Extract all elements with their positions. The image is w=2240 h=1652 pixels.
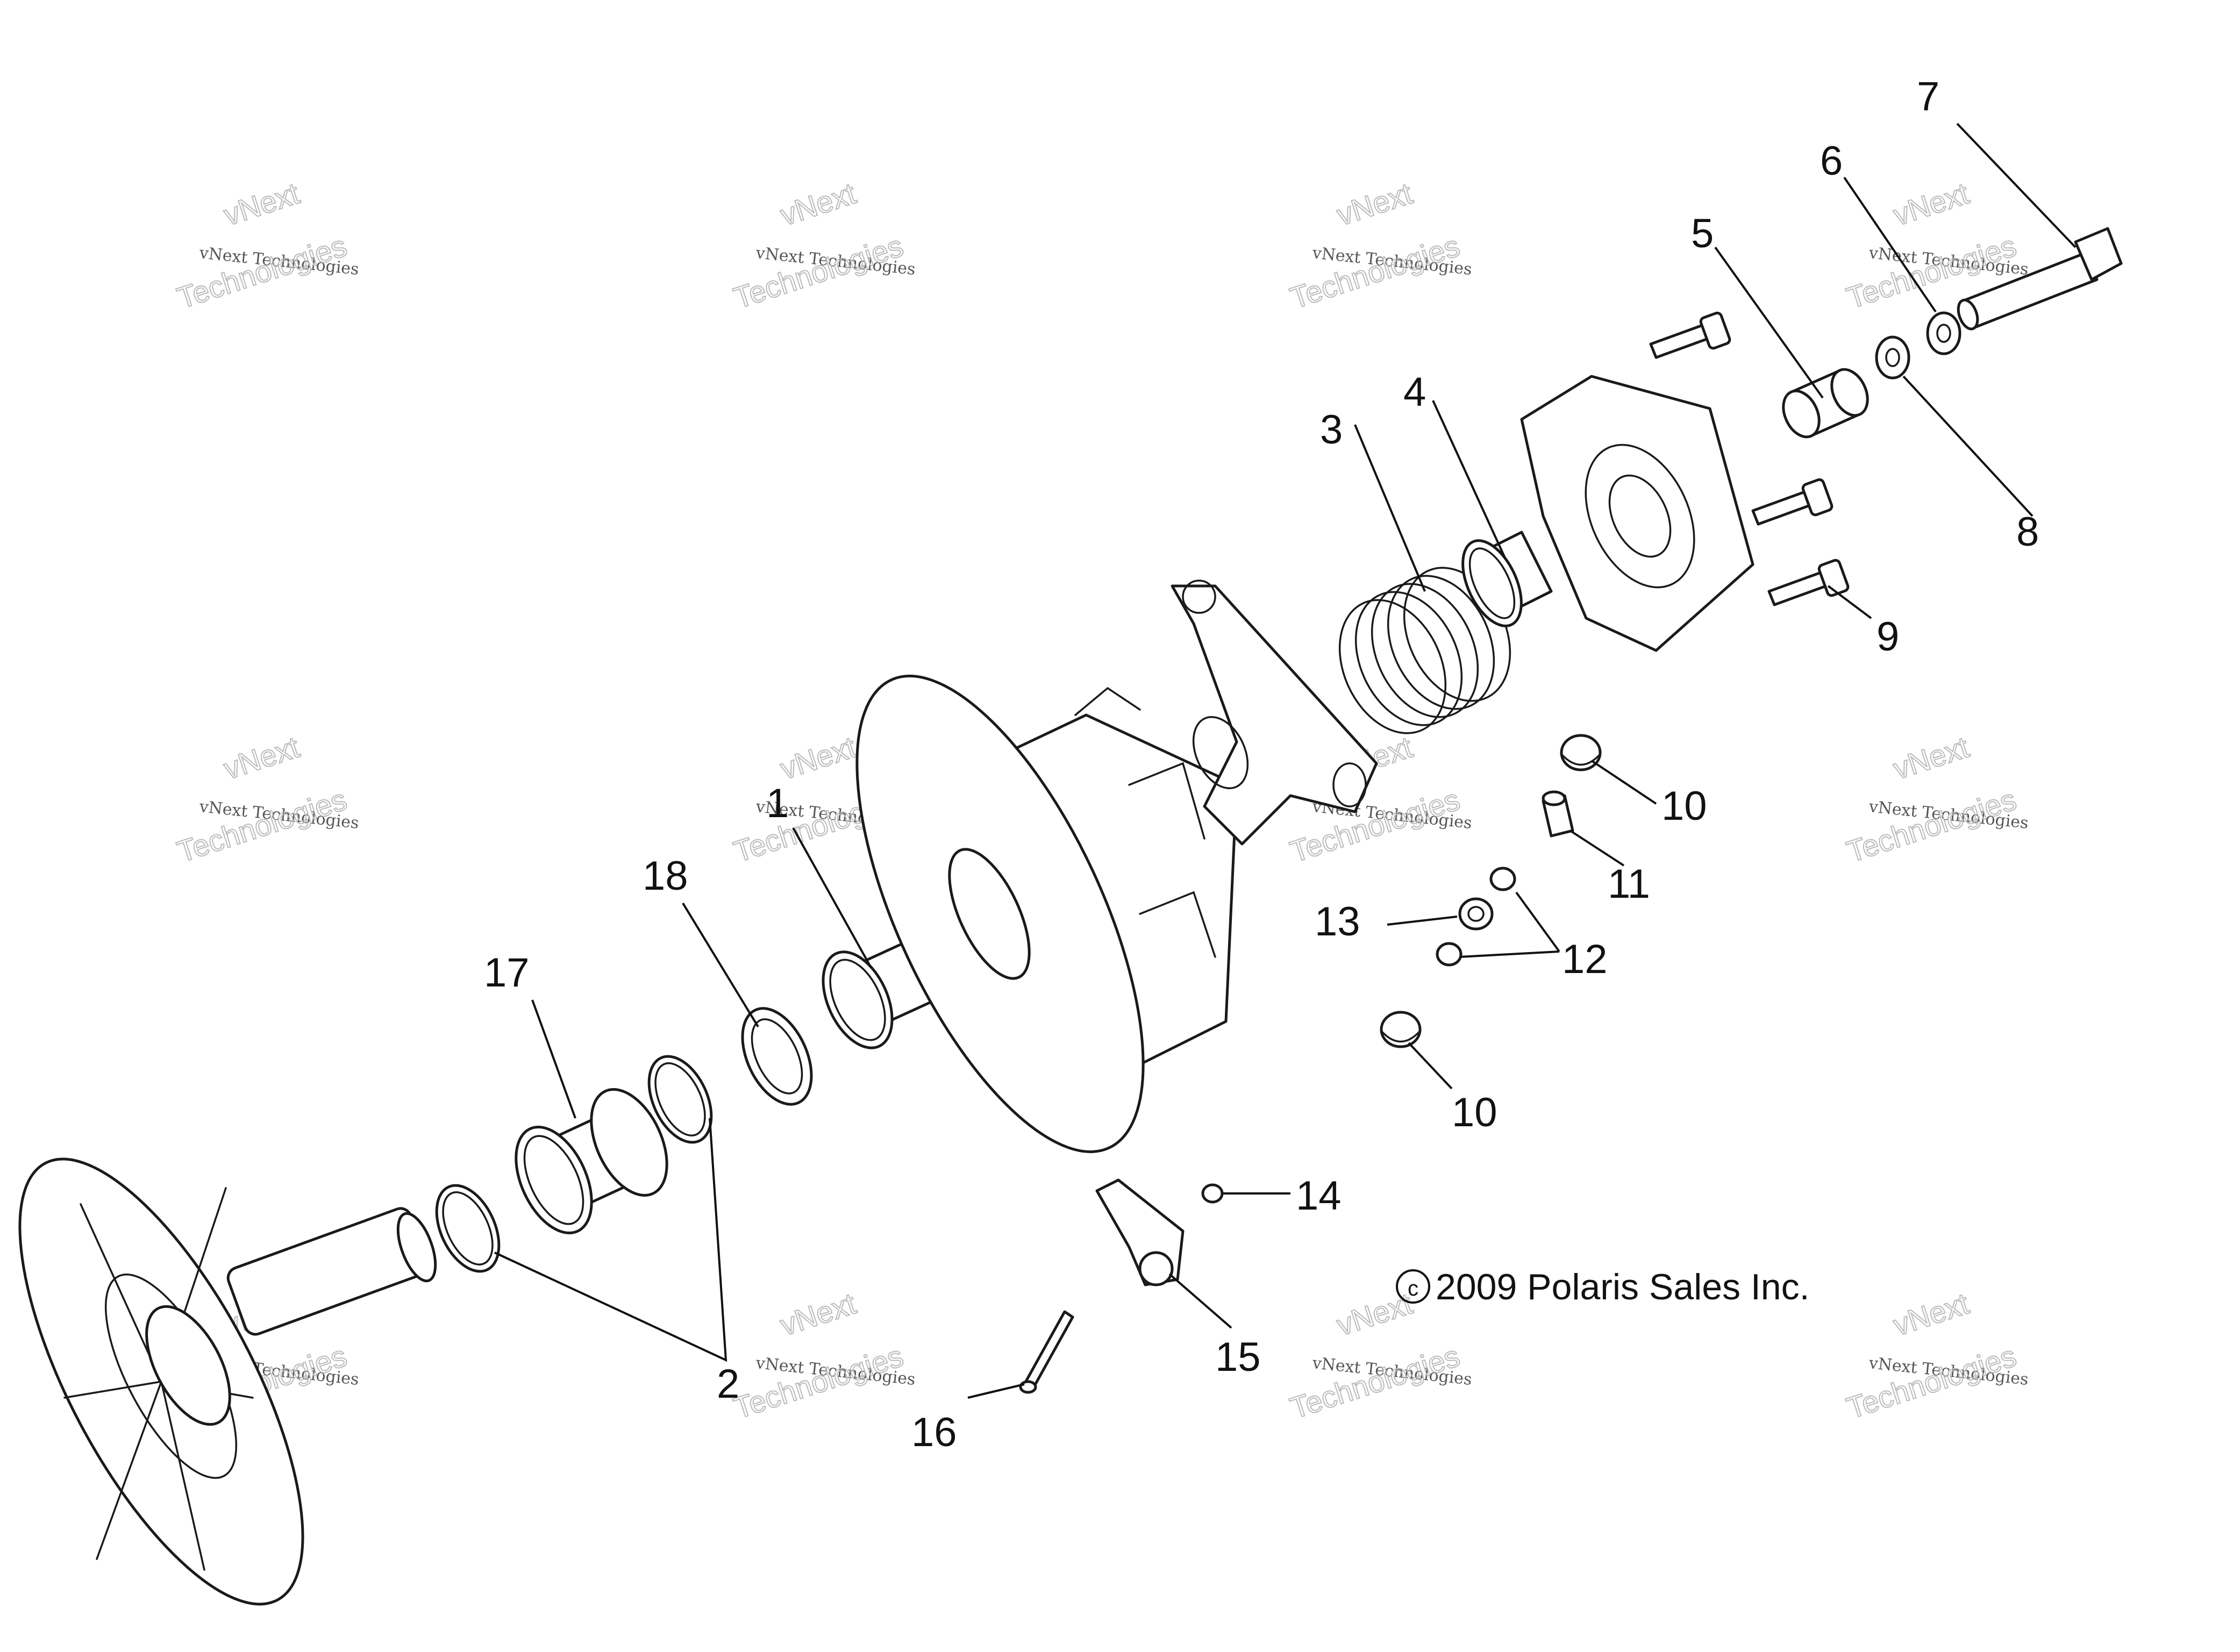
cover-bolt — [1751, 478, 1834, 526]
svg-text:vNext: vNext — [219, 176, 303, 232]
moveable-sheave — [855, 675, 1238, 1153]
callout-6: 6 — [1820, 138, 1843, 184]
callout-13: 13 — [1315, 899, 1360, 945]
roller-13 — [1458, 897, 1494, 931]
svg-text:vNext: vNext — [1889, 730, 1973, 785]
callout-4: 4 — [1403, 369, 1426, 415]
pin-16 — [1019, 1310, 1074, 1394]
cover-plate — [1520, 375, 1754, 652]
cover-bolt — [1649, 311, 1731, 359]
copyright-icon — [1396, 1269, 1430, 1304]
svg-text:vNext: vNext — [776, 730, 860, 785]
washer-12b — [1436, 942, 1463, 967]
svg-text:vNext: vNext — [1332, 1286, 1416, 1342]
washer-6 — [1926, 311, 1961, 355]
seal-ring-2a — [435, 1184, 501, 1273]
leader-lines — [494, 123, 2077, 1399]
callout-16: 16 — [911, 1410, 957, 1455]
cover-bolt-9 — [1767, 559, 1850, 606]
svg-text:vNext: vNext — [1332, 176, 1416, 232]
copyright-text: 2009 Polaris Sales Inc. — [1436, 1267, 1810, 1307]
svg-text:vNext: vNext — [219, 730, 303, 785]
callout-2: 2 — [717, 1361, 739, 1407]
callout-5: 5 — [1691, 211, 1714, 256]
flyweight-15 — [1095, 1178, 1185, 1286]
callout-1: 1 — [766, 781, 789, 826]
washer-8 — [1875, 335, 1910, 380]
bolt-7 — [1957, 227, 2123, 331]
seal-18 — [741, 1007, 813, 1106]
watermark: vNext Technologies vNext Technologies — [173, 175, 360, 316]
svg-text:vNext: vNext — [1889, 176, 1973, 232]
callout-11: 11 — [1608, 861, 1650, 907]
bushing-4 — [1461, 531, 1553, 627]
watermark: vNext Technologies vNext Technologies — [173, 729, 360, 869]
fixed-sheave-shaft — [18, 1157, 437, 1606]
cap-10-bottom — [1380, 1011, 1422, 1048]
watermark: vNext Technologies vNext Technologies — [1286, 175, 1473, 316]
cap-10-top — [1560, 734, 1602, 771]
callout-8: 8 — [2016, 509, 2039, 555]
svg-text:vNext: vNext — [1889, 1286, 1973, 1342]
callout-3: 3 — [1320, 407, 1343, 453]
callout-7: 7 — [1917, 74, 1939, 119]
watermark: vNext Technologies vNext Technologies — [729, 1285, 916, 1426]
spring-3 — [1338, 567, 1511, 734]
copyright-notice: c 2009 Polaris Sales Inc. — [1396, 1267, 1810, 1307]
watermark: vNext Technologies vNext Technologies — [1842, 1285, 2029, 1426]
spacer-sleeve-17 — [515, 1088, 668, 1234]
watermark: vNext Technologies vNext Technologies — [729, 175, 916, 316]
callout-9: 9 — [1877, 614, 1899, 660]
svg-text:c: c — [1408, 1277, 1418, 1300]
callouts: 1 2 3 4 5 6 7 8 9 10 10 11 12 13 14 15 1… — [484, 74, 2039, 1455]
callout-18: 18 — [643, 853, 688, 899]
callout-10-bottom: 10 — [1452, 1090, 1497, 1135]
watermark: vNext Technologies vNext Technologies — [1842, 729, 2029, 869]
washer-12a — [1489, 867, 1516, 891]
callout-15: 15 — [1215, 1334, 1261, 1380]
spider — [1171, 580, 1378, 846]
callout-14: 14 — [1296, 1173, 1342, 1219]
pin-11 — [1542, 790, 1574, 838]
svg-text:vNext: vNext — [776, 1286, 860, 1342]
callout-17: 17 — [484, 950, 530, 996]
svg-text:vNext: vNext — [776, 176, 860, 232]
callout-12: 12 — [1562, 936, 1608, 982]
spacer-5 — [1782, 368, 1869, 439]
seal-ring-2b — [647, 1055, 713, 1144]
nut-14 — [1201, 1183, 1224, 1204]
callout-10-top: 10 — [1661, 783, 1707, 829]
